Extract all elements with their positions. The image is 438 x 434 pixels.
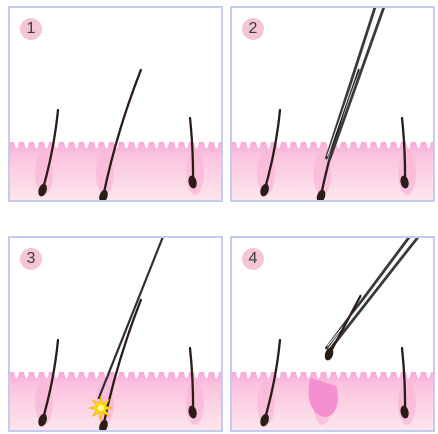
step-panel-1: 1 <box>8 6 223 202</box>
follicle <box>186 381 204 425</box>
follicle <box>398 381 416 425</box>
spark-core <box>98 405 104 411</box>
skin-cross-section-illustration <box>10 8 221 200</box>
step-number-badge: 4 <box>242 248 264 270</box>
step-panel-4: 4 <box>230 236 435 432</box>
follicle <box>398 151 416 195</box>
step-number-badge: 1 <box>20 18 42 40</box>
step-number-badge: 2 <box>242 18 264 40</box>
step-number-badge: 3 <box>20 248 42 270</box>
hair-strand-icon <box>328 296 360 356</box>
skin-cross-section-illustration <box>10 238 221 430</box>
step-panel-2: 2 <box>230 6 435 202</box>
skin-cross-section-illustration <box>232 238 433 430</box>
skin-cross-section-illustration <box>232 8 433 200</box>
step-panel-3: 3 <box>8 236 223 432</box>
follicle <box>186 151 204 195</box>
